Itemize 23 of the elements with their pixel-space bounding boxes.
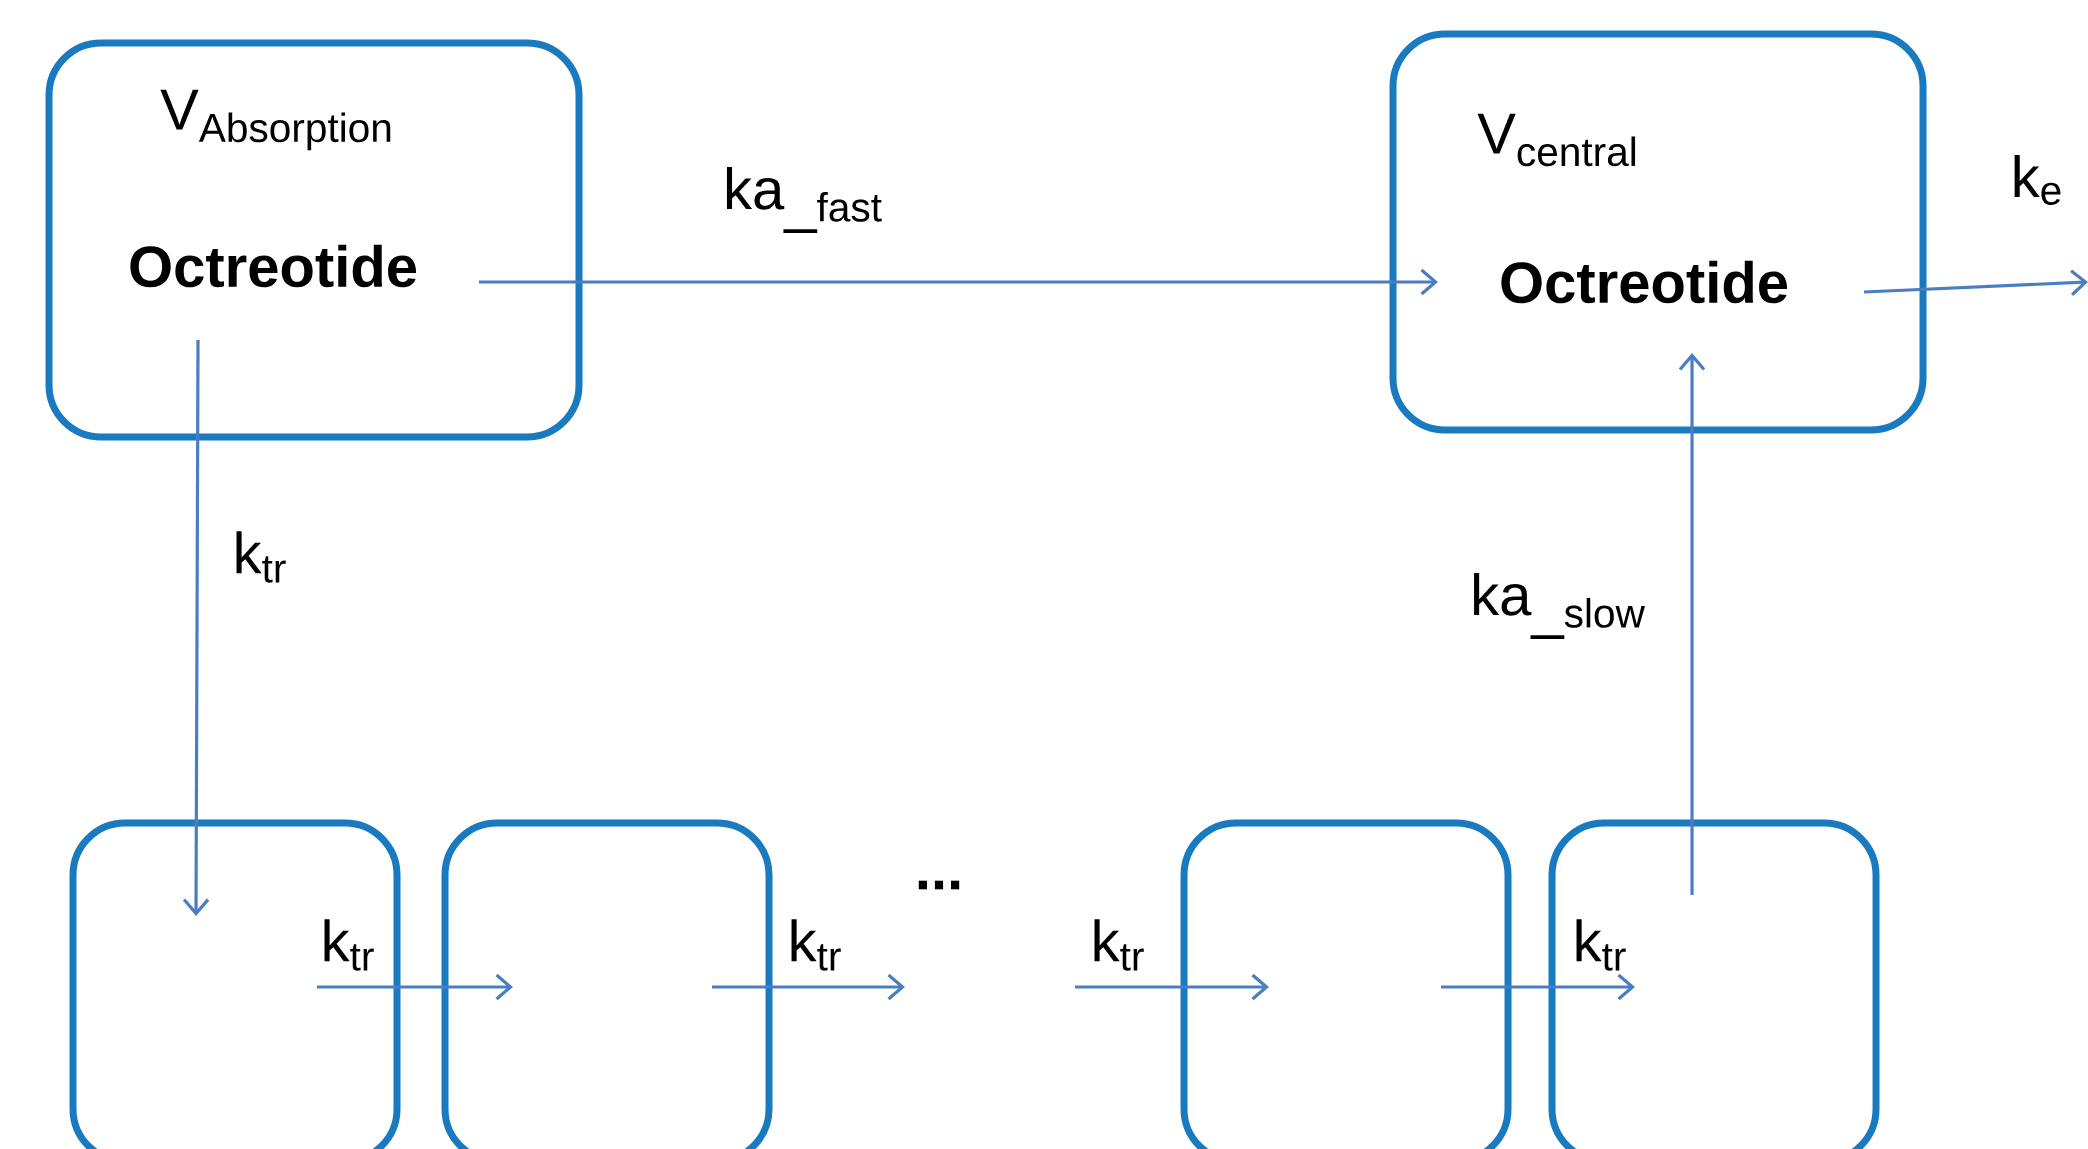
compartment-box [1180, 819, 1512, 1149]
arrow [1075, 973, 1269, 1001]
arrow [479, 268, 1438, 296]
arrow [317, 973, 513, 1001]
compartment-box [69, 819, 401, 1149]
compartment-box: $\mathrm{V}_{\mathrm{Absorption}}$ Octreotide [45, 39, 583, 441]
compartment-box [1548, 819, 1880, 1149]
edge-label: $\mathrm{k}_{\mathrm{e}}$ [2014, 155, 2061, 205]
edge-label: $\mathrm{ka}_{\mathrm{\_slow}}$ [1474, 573, 1645, 639]
compartment-box [441, 819, 773, 1149]
arrow [1678, 353, 1706, 895]
arrow [1863, 269, 2088, 296]
arrow [712, 973, 905, 1001]
edge-label: $\mathrm{k}_{\mathrm{tr}}$ [791, 919, 841, 971]
edge-label: $\mathrm{k}_{\mathrm{tr}}$ [1094, 919, 1144, 971]
arrow [182, 340, 210, 916]
ellipsis: ... [918, 880, 960, 890]
arrow [1441, 973, 1635, 1001]
edge-label: $\mathrm{ka}_{\mathrm{\_fast}}$ [726, 167, 882, 233]
edge-label: $\mathrm{k}_{\mathrm{tr}}$ [1576, 919, 1626, 971]
edge-label: $\mathrm{k}_{\mathrm{tr}}$ [324, 919, 374, 971]
edge-label: $\mathrm{k}_{\mathrm{tr}}$ [236, 531, 286, 583]
compartment-box: $\mathrm{V}_{\mathrm{central}}$ Octreotide [1389, 30, 1927, 434]
